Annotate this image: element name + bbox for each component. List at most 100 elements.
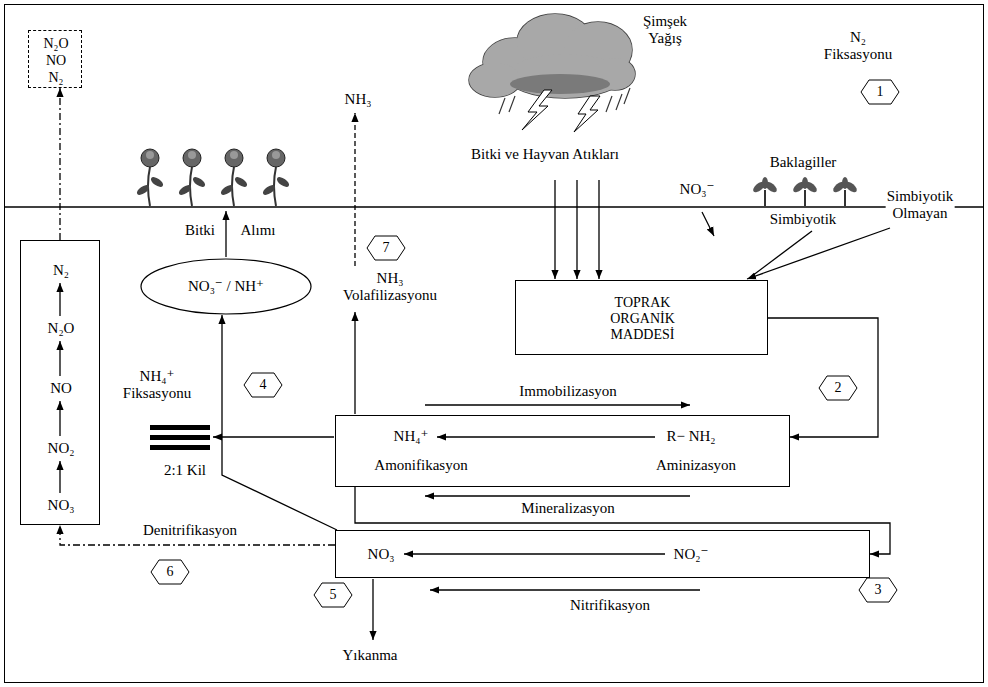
connector-label: Denitrifikasyon: [142, 522, 238, 539]
cloud: [469, 14, 635, 98]
flower: [261, 183, 276, 197]
callout-hexagon: [151, 560, 189, 584]
uptake-ellipse: NO₃⁻ / NH⁺: [140, 258, 312, 315]
rain: [616, 94, 622, 110]
flower: [275, 175, 290, 189]
text-label: Bitki: [184, 222, 216, 239]
flower: [267, 149, 285, 167]
node-text: N₂O: [43, 36, 68, 52]
frame: [5, 5, 984, 683]
text-label: Immobilizasyon: [518, 383, 618, 400]
callout-number: 2: [835, 380, 842, 396]
rain: [499, 98, 505, 114]
clay-layers: [150, 425, 210, 450]
process-arrow: [430, 589, 700, 590]
clay-layers: [150, 445, 210, 450]
node-text: NO₂: [48, 440, 75, 457]
flower: [272, 151, 280, 159]
callout-number: 5: [330, 587, 337, 603]
legume-plant: [751, 177, 858, 206]
callout-hexagon: [819, 376, 857, 400]
node-text: NO: [50, 380, 72, 397]
text-label: NH₃ Volafilizasyonu: [342, 270, 438, 305]
text-label: N₂ Fiksasyonu: [823, 29, 893, 64]
process-arrow: [554, 180, 555, 279]
node-text: NO: [46, 53, 66, 69]
ellipse-outline: [141, 259, 311, 314]
node-text: R− NH₂: [666, 428, 715, 445]
legume-plant: [842, 177, 848, 189]
cloud: [510, 74, 610, 94]
cloud: [469, 63, 521, 97]
flower: [233, 175, 248, 189]
rain: [509, 96, 515, 112]
flower: [225, 149, 243, 167]
process-arrow: [425, 404, 690, 405]
node-text: Aminizasyon: [656, 457, 736, 474]
flower: [183, 149, 201, 167]
text-label: Alımı: [239, 222, 276, 239]
text-label: Baklagiller: [769, 154, 838, 171]
callout-hexagon: [244, 373, 282, 397]
flower: [146, 151, 154, 159]
process-arrow: [425, 495, 690, 496]
rain: [624, 88, 630, 104]
process-arrow: [213, 436, 334, 437]
process-arrow: [576, 180, 577, 279]
node-text: NH₄⁺: [394, 428, 429, 445]
text-label: Bitki ve Hayvan Atıkları: [464, 146, 626, 163]
lightning: [522, 90, 600, 132]
callout-number: 1: [877, 84, 884, 100]
process-arrow: [354, 312, 355, 414]
cloud: [469, 63, 521, 97]
node-text: N₂O: [48, 320, 75, 337]
legume-plant: [802, 177, 808, 189]
callout-hexagon: [367, 236, 405, 260]
callout-number: 6: [167, 564, 174, 580]
text-label: NO₃⁻: [679, 181, 716, 198]
text-label: Simbiyotik: [769, 211, 838, 228]
clay-layers: [150, 435, 210, 440]
text-label: Yıkanma: [342, 647, 399, 664]
lightning: [574, 96, 600, 132]
process-arrow: [59, 283, 60, 316]
text-label: 2:1 Kil: [163, 462, 207, 479]
product-box: N₂ONON₂: [28, 30, 82, 88]
flow-connector: [355, 487, 890, 554]
lightning: [522, 90, 552, 130]
legume-plant: [764, 190, 766, 206]
callout-number: 3: [875, 582, 882, 598]
text-label: NH₄⁺ Fiksasyonu: [122, 368, 192, 403]
rain: [606, 96, 612, 112]
process-arrow: [747, 228, 890, 279]
process-arrow: [598, 180, 599, 279]
legume-plant: [844, 190, 846, 206]
flow-connector: [768, 318, 878, 437]
flower: [188, 151, 196, 159]
flow-connector: [59, 88, 60, 240]
process-arrow: [60, 113, 890, 640]
flower: [177, 183, 192, 197]
text-label: Mineralizasyon: [520, 500, 615, 517]
node-text: N₂: [49, 70, 64, 86]
node-text: NO₃: [48, 497, 75, 514]
nitrification-box: NO₃NO₂⁻: [335, 530, 870, 578]
process-arrow: [702, 212, 714, 236]
flow-connector: [222, 315, 337, 530]
node-text: NO₂⁻: [674, 546, 709, 563]
flower: [135, 183, 150, 197]
process-arrow: [354, 113, 355, 266]
organic-matter-box: TOPRAK ORGANİK MADDESİ: [515, 280, 768, 355]
process-arrow: [225, 211, 226, 257]
process-arrow: [404, 553, 665, 554]
rain: [499, 88, 630, 114]
text-label: Şimşek Yağış: [642, 13, 688, 48]
text-label: Simbiyotik Olmayan: [886, 188, 955, 223]
flower: [191, 175, 206, 189]
flower: [149, 175, 164, 189]
flower: [135, 149, 290, 206]
